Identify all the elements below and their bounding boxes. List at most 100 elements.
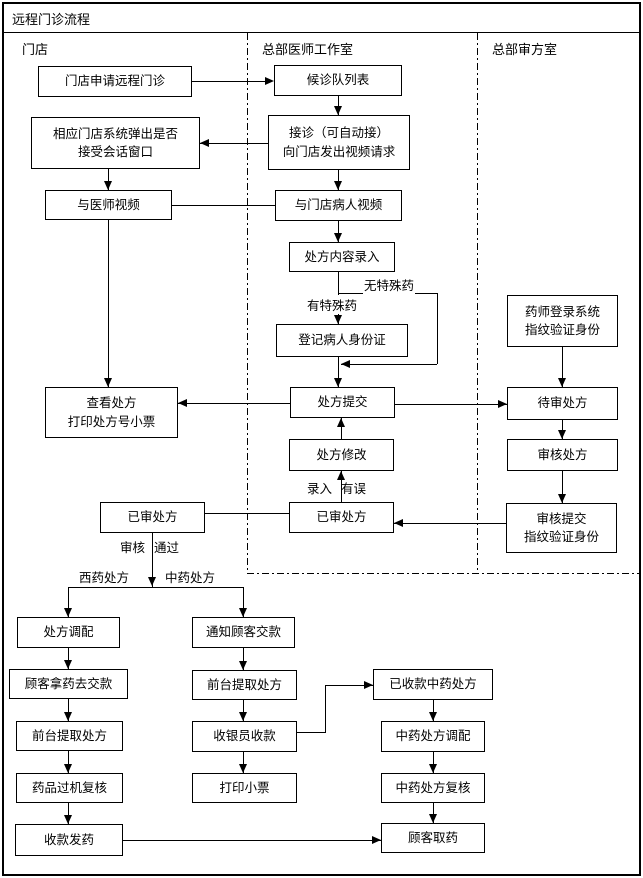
node-review-prescription: 审核处方 <box>507 439 618 471</box>
node-review-submit: 审核提交 指纹验证身份 <box>506 503 617 553</box>
arrow-down <box>64 712 72 721</box>
edge-label-western-prescription: 西药处方 <box>78 567 131 586</box>
connector-line <box>68 648 69 669</box>
connector-line <box>172 205 275 206</box>
node-reviewed-center: 已审处方 <box>289 502 394 533</box>
connector-line <box>338 96 339 115</box>
connector-line <box>108 220 109 387</box>
connector-line <box>192 81 266 82</box>
edge-label-review-passed: 审核 通过 <box>120 537 179 556</box>
connector-line <box>243 648 244 670</box>
connector-line <box>325 685 326 733</box>
edge-label-no-special-drug: 无特殊药 <box>363 275 416 294</box>
connector-line <box>243 752 244 773</box>
arrow-down <box>558 494 566 503</box>
node-dispense-chinese: 中药处方调配 <box>381 721 485 752</box>
lane-divider-2 <box>477 33 478 573</box>
connector-line <box>341 364 437 365</box>
lane-divider-bottom <box>247 573 639 574</box>
arrow-down <box>429 764 437 773</box>
connector-line <box>338 357 339 387</box>
arrow-left <box>341 360 350 368</box>
lane-label-physician-office: 总部医师工作室 <box>262 43 354 58</box>
edge-label-entry-error: 录入 有误 <box>307 478 366 497</box>
connector-line <box>243 587 244 617</box>
edge-label-chinese-prescription: 中药处方 <box>164 567 217 586</box>
page-title: 远程门诊流程 <box>12 13 91 28</box>
edge-label-entry-error-part1: 录入 <box>307 481 333 496</box>
node-notify-payment: 通知顾客交款 <box>192 617 295 648</box>
arrow-left <box>394 519 403 527</box>
connector-line <box>437 293 438 364</box>
node-print-receipt: 打印小票 <box>192 773 297 803</box>
arrow-down <box>558 430 566 439</box>
node-prescription-entry: 处方内容录入 <box>289 242 395 272</box>
connector-line <box>325 685 373 686</box>
arrow-right <box>498 400 507 408</box>
node-cashier-collect: 收银员收款 <box>192 721 297 752</box>
connector-line <box>68 587 244 588</box>
arrow-down <box>334 106 342 115</box>
arrow-left <box>178 399 187 407</box>
node-frontdesk-chinese: 前台提取处方 <box>192 670 297 700</box>
node-queue: 候诊队列表 <box>274 65 402 96</box>
arrow-down <box>429 814 437 823</box>
connector-line <box>433 752 434 773</box>
connector-line <box>178 403 290 404</box>
node-frontdesk-western: 前台提取处方 <box>16 721 123 751</box>
node-modify: 处方修改 <box>289 439 394 471</box>
arrow-down <box>429 712 437 721</box>
node-dispense-western: 处方调配 <box>17 617 120 648</box>
arrow-down <box>148 577 156 586</box>
arrow-down <box>239 712 247 721</box>
node-collect-dispense: 收款发药 <box>15 824 123 856</box>
arrow-down <box>104 378 112 387</box>
connector-line <box>562 420 563 439</box>
arrow-down <box>558 378 566 387</box>
connector-line <box>338 170 339 190</box>
arrow-down <box>64 608 72 617</box>
node-reviewed-store: 已审处方 <box>100 502 205 533</box>
node-recheck-chinese: 中药处方复核 <box>381 773 485 803</box>
arrow-right <box>364 681 373 689</box>
node-paid-chinese: 已收款中药处方 <box>373 669 493 700</box>
arrow-down <box>334 181 342 190</box>
lane-label-review-office: 总部审方室 <box>492 43 558 58</box>
connector-line <box>243 700 244 721</box>
edge-label-review-passed-part2: 通过 <box>154 540 180 555</box>
edge-label-has-special-drug: 有特殊药 <box>306 295 359 314</box>
node-popup: 相应门店系统弹出是否 接受会话窗口 <box>31 117 200 169</box>
node-video-with-patient: 与门店病人视频 <box>275 190 402 221</box>
arrow-up <box>337 471 345 480</box>
connector-line <box>68 751 69 773</box>
node-register-id: 登记病人身份证 <box>276 324 408 357</box>
edge-label-review-passed-part1: 审核 <box>120 540 146 555</box>
node-pharmacist-login: 药师登录系统 指纹验证身份 <box>507 295 618 347</box>
arrow-down <box>239 764 247 773</box>
node-machine-recheck: 药品过机复核 <box>16 773 123 803</box>
arrow-right <box>265 77 274 85</box>
connector-line <box>395 404 507 405</box>
connector-line <box>341 418 342 439</box>
node-receive: 接诊（可自动接） 向门店发出视频请求 <box>268 115 410 170</box>
arrow-down <box>334 378 342 387</box>
connector-line <box>68 587 69 617</box>
node-customer-go-pay: 顾客拿药去交款 <box>9 669 128 699</box>
connector-line <box>562 471 563 503</box>
arrow-down <box>64 815 72 824</box>
connector-line <box>297 732 326 733</box>
connector-line <box>433 700 434 721</box>
connector-line <box>562 347 563 387</box>
arrow-left <box>200 139 209 147</box>
lane-label-store: 门店 <box>22 43 49 58</box>
title-separator <box>4 32 639 33</box>
connector-line <box>200 143 268 144</box>
connector-line <box>152 533 153 587</box>
node-pending-review: 待审处方 <box>507 387 618 420</box>
node-video-with-physician: 与医师视频 <box>45 190 172 220</box>
arrow-down <box>334 315 342 324</box>
connector-line <box>433 803 434 823</box>
arrow-right <box>372 836 381 844</box>
connector-line <box>68 803 69 824</box>
